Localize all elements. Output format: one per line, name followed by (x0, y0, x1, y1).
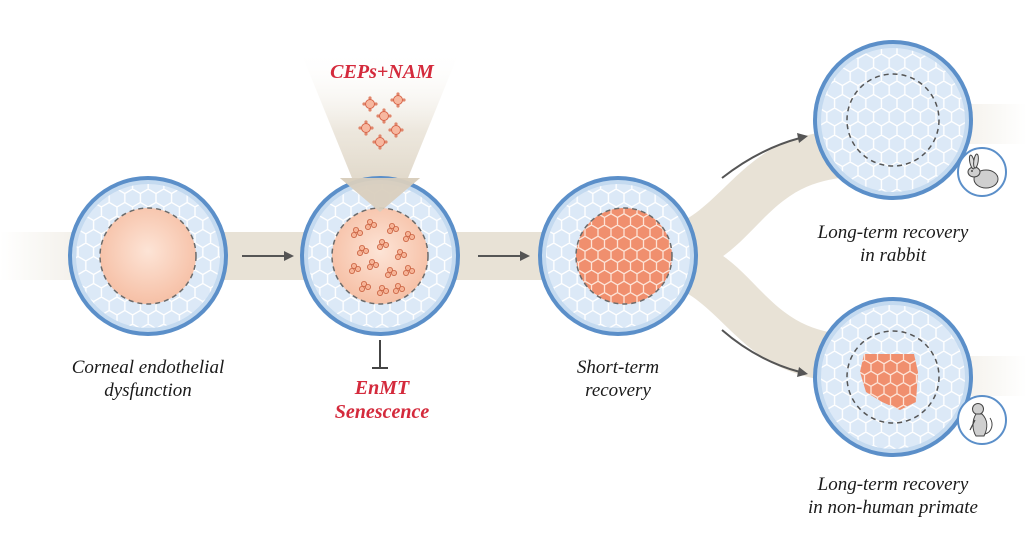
cell-cluster (356, 244, 369, 256)
cell-cluster (350, 226, 363, 238)
treatment-funnel (300, 50, 460, 196)
treatment-label: CEPs+NAM (330, 61, 435, 83)
nanoparticle (376, 108, 392, 124)
nanoparticle (390, 92, 406, 108)
nanoparticle (388, 122, 404, 138)
cornea-dysfunction (68, 176, 228, 336)
arrow-2 (478, 251, 530, 261)
stage-label-dysfunction-1: Corneal endothelial (72, 357, 225, 378)
cell-cluster (364, 218, 377, 230)
cell-cluster (402, 230, 415, 242)
nanoparticle-icon (358, 92, 406, 150)
stage-label-rabbit-1: Long-term recovery (817, 222, 969, 243)
nanoparticle (372, 134, 388, 150)
residual-cells (860, 354, 918, 410)
cornea-long-term-primate (813, 297, 973, 457)
arrow-1 (242, 251, 294, 261)
cell-cluster (348, 262, 361, 274)
cornea-treatment (300, 176, 460, 336)
cell-cluster (402, 264, 415, 276)
cell-cluster (376, 238, 389, 250)
nanoparticle (362, 96, 378, 112)
monkey-icon (957, 395, 1007, 445)
lesion-area (99, 207, 197, 305)
nanoparticle (358, 120, 374, 136)
cornea-long-term-rabbit (813, 40, 973, 200)
rabbit-icon (957, 147, 1007, 197)
cell-cluster (384, 266, 397, 278)
stage-label-primate-1: Long-term recovery (817, 474, 969, 495)
stage-label-short-term-2: recovery (585, 380, 651, 401)
arrow-lower-branch (721, 329, 808, 377)
arrow-upper-branch (721, 133, 808, 179)
cornea-short-term (538, 176, 698, 336)
cell-cluster (394, 248, 407, 260)
stage-label-dysfunction-2: dysfunction (104, 380, 192, 401)
injected-cells (348, 218, 415, 296)
cell-cluster (366, 258, 379, 270)
inhibit-label-senescence: Senescence (335, 401, 430, 423)
cell-cluster (358, 280, 371, 292)
cell-cluster (392, 282, 405, 294)
cell-cluster (376, 284, 389, 296)
arrows (242, 133, 808, 377)
cell-cluster (386, 222, 399, 234)
inhibit-symbol (372, 340, 388, 369)
inhibit-label-enmt: EnMT (354, 377, 410, 399)
stage-label-rabbit-2: in rabbit (860, 245, 927, 266)
stage-label-primate-2: in non-human primate (808, 497, 978, 518)
stage-label-short-term-1: Short-term (577, 357, 659, 378)
